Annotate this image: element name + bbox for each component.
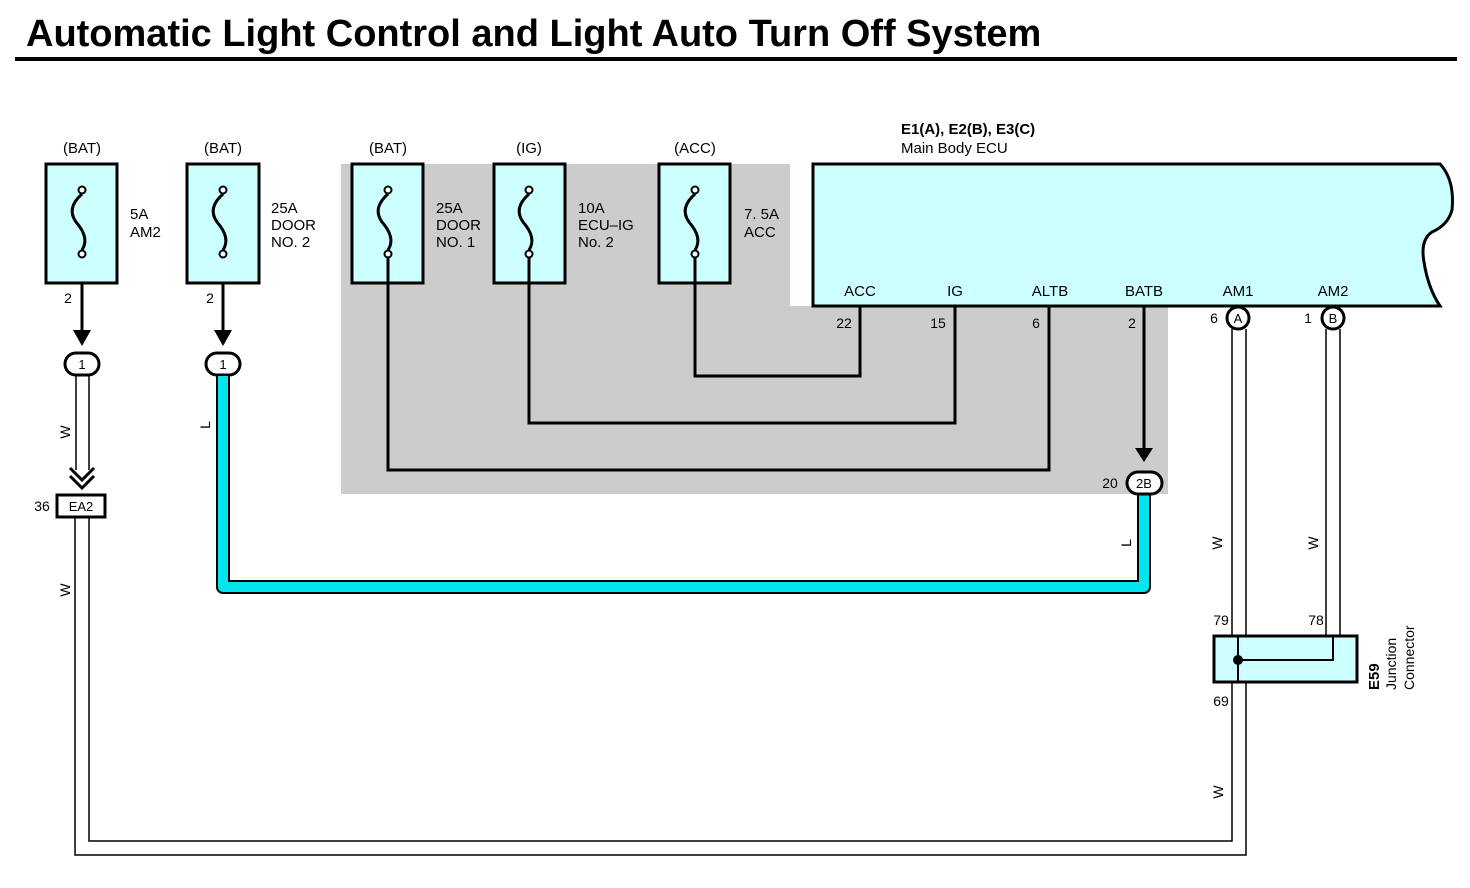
wire-color-w: W bbox=[1209, 536, 1225, 550]
double-chevron-icon bbox=[68, 466, 96, 491]
fuse-name: DOOR bbox=[436, 217, 481, 234]
wire-color-w: W bbox=[57, 583, 73, 597]
fuse-rating: 7. 5A bbox=[744, 206, 779, 223]
pin-ig: 15 bbox=[930, 315, 946, 331]
terminal-ig: IG bbox=[947, 283, 963, 300]
junction-pin-78: 78 bbox=[1308, 612, 1324, 628]
connector-ea2 bbox=[55, 493, 107, 519]
wire-w-1 bbox=[75, 376, 90, 470]
connector-a bbox=[1225, 305, 1251, 331]
connector-1a-label: 1 bbox=[78, 357, 85, 372]
fuse-ecu-ig-no2: (IG) 10A ECU–IG No. 2 bbox=[492, 140, 634, 285]
fuse-rating: 5A bbox=[130, 206, 148, 223]
arrow-icon bbox=[1135, 448, 1153, 462]
terminal-batb: BATB bbox=[1125, 283, 1163, 300]
wire-color-l: L bbox=[1118, 539, 1134, 547]
connector-1b bbox=[204, 351, 242, 377]
fuse-source-label: (BAT) bbox=[204, 140, 242, 157]
connector-b-label: B bbox=[1329, 311, 1338, 326]
junction-node bbox=[1233, 655, 1243, 665]
pin-am1: 6 bbox=[1210, 310, 1218, 326]
fuse-icon bbox=[376, 192, 393, 251]
fuse-box bbox=[44, 162, 119, 285]
arrow-icon bbox=[214, 330, 232, 346]
fuse-name-2: No. 2 bbox=[578, 234, 614, 251]
fuse-name: ECU–IG bbox=[578, 217, 634, 234]
connector-a-label: A bbox=[1234, 311, 1243, 326]
wire-w-bottom-outer bbox=[74, 518, 1247, 856]
fuse-box bbox=[185, 162, 261, 285]
arrow-icon bbox=[73, 330, 91, 346]
connector-ea2-pin: 36 bbox=[34, 498, 50, 514]
pin-altb: 6 bbox=[1032, 315, 1040, 331]
junction-name-1: Junction bbox=[1383, 638, 1399, 690]
fuse-icon bbox=[70, 192, 87, 251]
fuse-pin: 2 bbox=[206, 290, 214, 306]
fuse-source-label: (BAT) bbox=[63, 140, 101, 157]
junction-name-2: Connector bbox=[1401, 625, 1417, 690]
diagram-title: Automatic Light Control and Light Auto T… bbox=[26, 13, 1041, 55]
fuse-name-2: NO. 2 bbox=[271, 234, 310, 251]
fuse-rating: 25A bbox=[436, 200, 463, 217]
fuse-am2: (BAT) 5A AM2 2 bbox=[44, 140, 161, 306]
fuse-pin: 2 bbox=[64, 290, 72, 306]
fuse-source-label: (BAT) bbox=[369, 140, 407, 157]
fuse-rating: 10A bbox=[578, 200, 605, 217]
pin-am2: 1 bbox=[1304, 310, 1312, 326]
wire-color-w: W bbox=[1305, 536, 1321, 550]
connector-2b-pin: 20 bbox=[1102, 475, 1118, 491]
ecu-code: E1(A), E2(B), E3(C) bbox=[901, 121, 1035, 138]
fuse-name: ACC bbox=[744, 224, 776, 241]
wire-l bbox=[218, 376, 1149, 592]
terminal-am1: AM1 bbox=[1223, 283, 1254, 300]
wire-w-bottom-inner bbox=[88, 518, 1233, 842]
connector-2b bbox=[1125, 470, 1164, 496]
title-underline bbox=[15, 57, 1457, 61]
fuse-icon bbox=[211, 192, 228, 251]
junction-pin-69: 69 bbox=[1213, 693, 1229, 709]
wire-color-w: W bbox=[1210, 785, 1226, 799]
wire-acc bbox=[693, 258, 862, 378]
terminal-am2: AM2 bbox=[1318, 283, 1349, 300]
wire-w-am2 bbox=[1325, 329, 1341, 636]
connector-b bbox=[1320, 305, 1346, 331]
junction-code: E59 bbox=[1366, 663, 1383, 690]
ecu-name: Main Body ECU bbox=[901, 140, 1008, 157]
fuse-icon bbox=[683, 192, 700, 251]
pin-batb: 2 bbox=[1128, 315, 1136, 331]
terminal-altb: ALTB bbox=[1032, 283, 1068, 300]
terminal-acc: ACC bbox=[844, 283, 876, 300]
junction-pin-79: 79 bbox=[1213, 612, 1229, 628]
fuse-name: AM2 bbox=[130, 224, 161, 241]
connector-1b-label: 1 bbox=[219, 357, 226, 372]
fuse-source-label: (IG) bbox=[516, 140, 542, 157]
wire-ig bbox=[527, 258, 957, 425]
fuse-name-2: NO. 1 bbox=[436, 234, 475, 251]
wire-color-l: L bbox=[197, 421, 213, 429]
pin-acc: 22 bbox=[836, 315, 852, 331]
fuse-source-label: (ACC) bbox=[674, 140, 716, 157]
connector-ea2-label: EA2 bbox=[69, 499, 94, 514]
ecu-body bbox=[811, 162, 1454, 308]
wire-color-w: W bbox=[57, 425, 73, 439]
fuse-rating: 25A bbox=[271, 200, 298, 217]
fuse-icon bbox=[517, 192, 534, 251]
connector-1a bbox=[63, 351, 101, 377]
wire-altb bbox=[386, 258, 1051, 472]
fuse-door-no1: (BAT) 25A DOOR NO. 1 bbox=[350, 140, 481, 285]
fuse-door-no2: (BAT) 25A DOOR NO. 2 2 bbox=[185, 140, 316, 306]
fuse-name: DOOR bbox=[271, 217, 316, 234]
connector-2b-label: 2B bbox=[1136, 476, 1152, 491]
wire-w-am1 bbox=[1231, 329, 1247, 636]
